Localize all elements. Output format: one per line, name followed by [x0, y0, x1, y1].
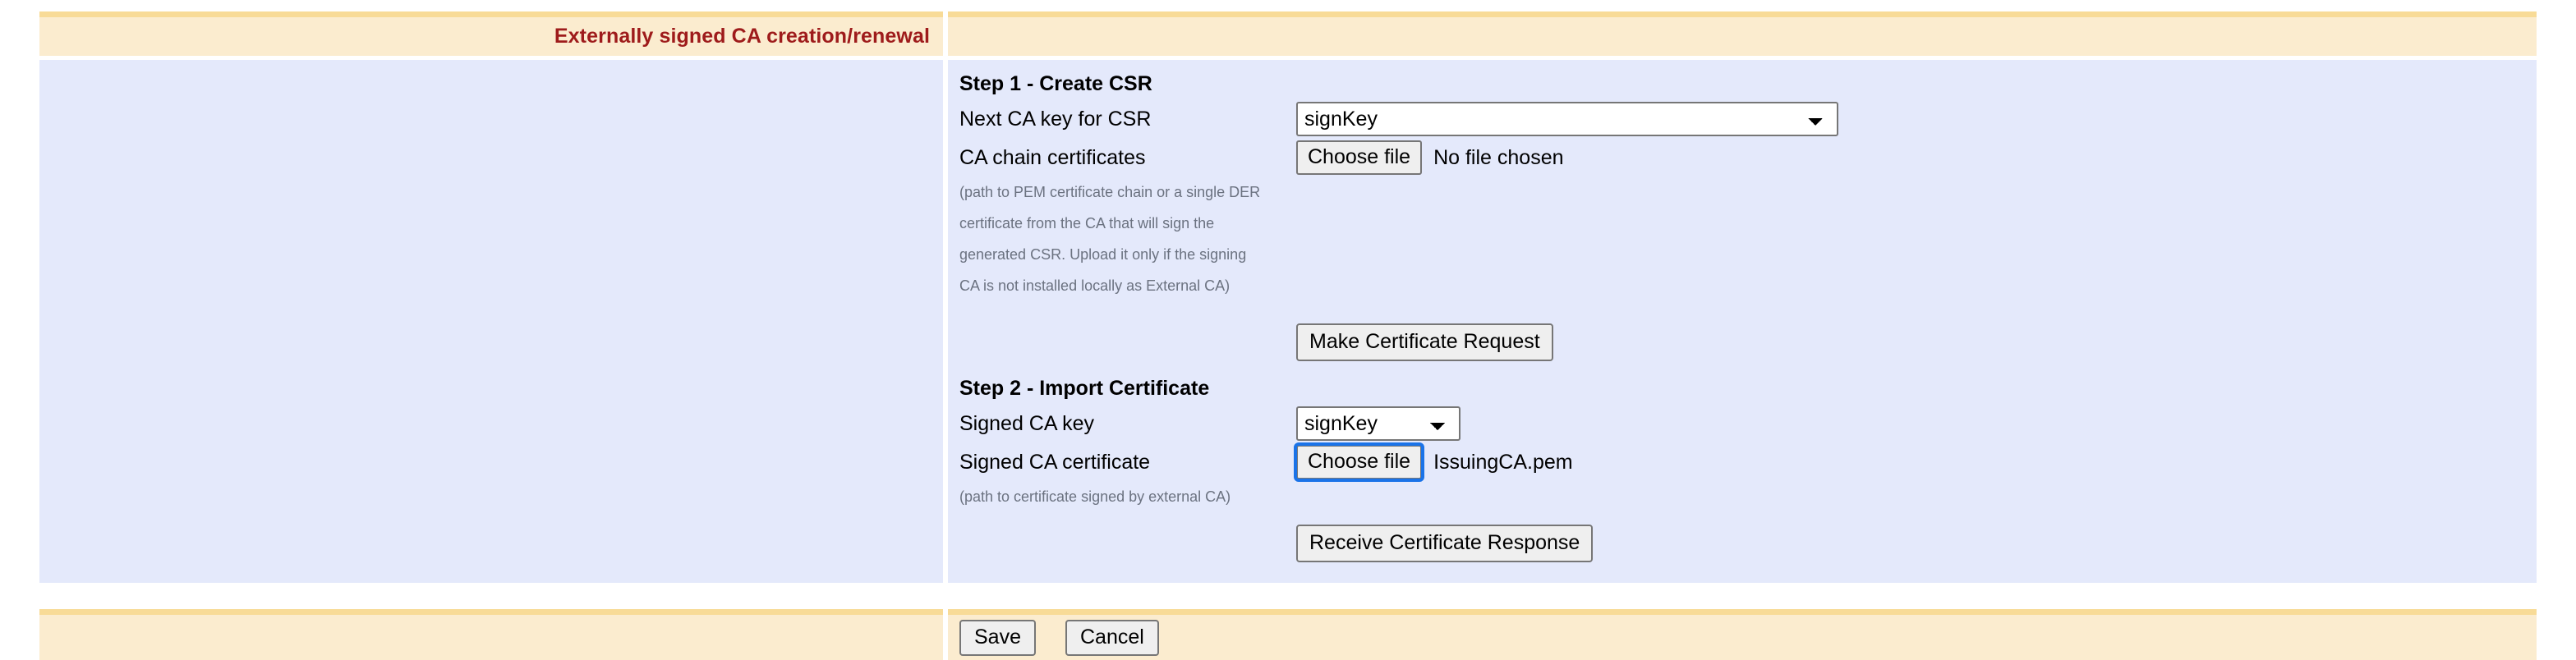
page-title: Externally signed CA creation/renewal: [554, 25, 930, 48]
receive-certificate-response-row: Receive Certificate Response: [959, 520, 2537, 566]
step1-help-line-1: (path to PEM certificate chain or a sing…: [959, 184, 1261, 200]
signed-ca-certificate-field: Choose file IssuingCA.pem: [1293, 442, 2537, 482]
signed-ca-choose-file-button[interactable]: Choose file: [1293, 442, 1425, 482]
ca-chain-choose-file-button[interactable]: Choose file: [1296, 140, 1423, 175]
signed-ca-key-field: signKey: [1296, 404, 2537, 442]
step1-help-line-4: CA is not installed locally as External …: [959, 277, 1230, 294]
body-left-spacer: [39, 60, 943, 583]
signed-ca-key-row: Signed CA key signKey: [959, 404, 2537, 442]
step2-help-text: (path to certificate signed by external …: [959, 481, 1288, 512]
signed-ca-file-status: IssuingCA.pem: [1433, 450, 1573, 474]
cancel-button[interactable]: Cancel: [1065, 619, 1159, 656]
save-button[interactable]: Save: [959, 619, 1036, 656]
step2-help-row: (path to certificate signed by external …: [959, 481, 2537, 512]
signed-ca-file-input[interactable]: Choose file IssuingCA.pem: [1293, 442, 1573, 482]
ca-chain-certificates-label: CA chain certificates: [959, 146, 1146, 169]
ca-chain-certificates-row: CA chain certificates Choose file No fil…: [959, 138, 2537, 176]
header-title-cell: Externally signed CA creation/renewal: [39, 11, 943, 56]
step2-action-spacer: [959, 512, 2537, 520]
step2-help-line-1: (path to certificate signed by external …: [959, 488, 1231, 505]
page-root: Externally signed CA creation/renewal St…: [0, 11, 2576, 660]
ca-chain-file-status: No file chosen: [1433, 145, 1564, 169]
make-certificate-request-button[interactable]: Make Certificate Request: [1296, 323, 1553, 361]
make-certificate-request-row: Make Certificate Request: [959, 319, 2537, 365]
next-ca-key-label: Next CA key for CSR: [959, 108, 1152, 131]
ca-chain-certificates-field: Choose file No file chosen: [1296, 138, 2537, 176]
step1-heading: Step 1 - Create CSR: [959, 72, 1152, 95]
step1-help-text: (path to PEM certificate chain or a sing…: [959, 176, 1288, 301]
header-band: Externally signed CA creation/renewal: [0, 11, 2576, 56]
signed-ca-certificate-label: Signed CA certificate: [959, 451, 1151, 474]
next-ca-key-row: Next CA key for CSR signKey: [959, 99, 2537, 138]
signed-ca-certificate-row: Signed CA certificate Choose file Issuin…: [959, 442, 2537, 482]
make-certificate-request-spacer: [959, 339, 1296, 346]
step1-help-row: (path to PEM certificate chain or a sing…: [959, 176, 2537, 301]
ca-chain-file-input[interactable]: Choose file No file chosen: [1296, 140, 1564, 175]
footer-band: Save Cancel: [0, 609, 2576, 660]
receive-certificate-response-button[interactable]: Receive Certificate Response: [1296, 525, 1594, 562]
footer-left-cell: [39, 609, 943, 660]
step1-help-line-2: certificate from the CA that will sign t…: [959, 215, 1215, 231]
step1-action-spacer: [959, 301, 2537, 319]
signed-ca-key-label: Signed CA key: [959, 412, 1094, 435]
step1-help-line-3: generated CSR. Upload it only if the sig…: [959, 246, 1247, 263]
form-panel: Step 1 - Create CSR Next CA key for CSR …: [948, 60, 2537, 583]
header-right-cell: [948, 11, 2537, 56]
signed-ca-key-select[interactable]: signKey: [1296, 406, 1460, 441]
step2-heading: Step 2 - Import Certificate: [959, 377, 1210, 400]
footer-actions: Save Cancel: [948, 609, 2537, 660]
receive-certificate-response-spacer: [959, 540, 1296, 548]
body-band: Step 1 - Create CSR Next CA key for CSR …: [0, 60, 2576, 583]
next-ca-key-field: signKey: [1296, 99, 2537, 138]
next-ca-key-select[interactable]: signKey: [1296, 101, 1838, 136]
